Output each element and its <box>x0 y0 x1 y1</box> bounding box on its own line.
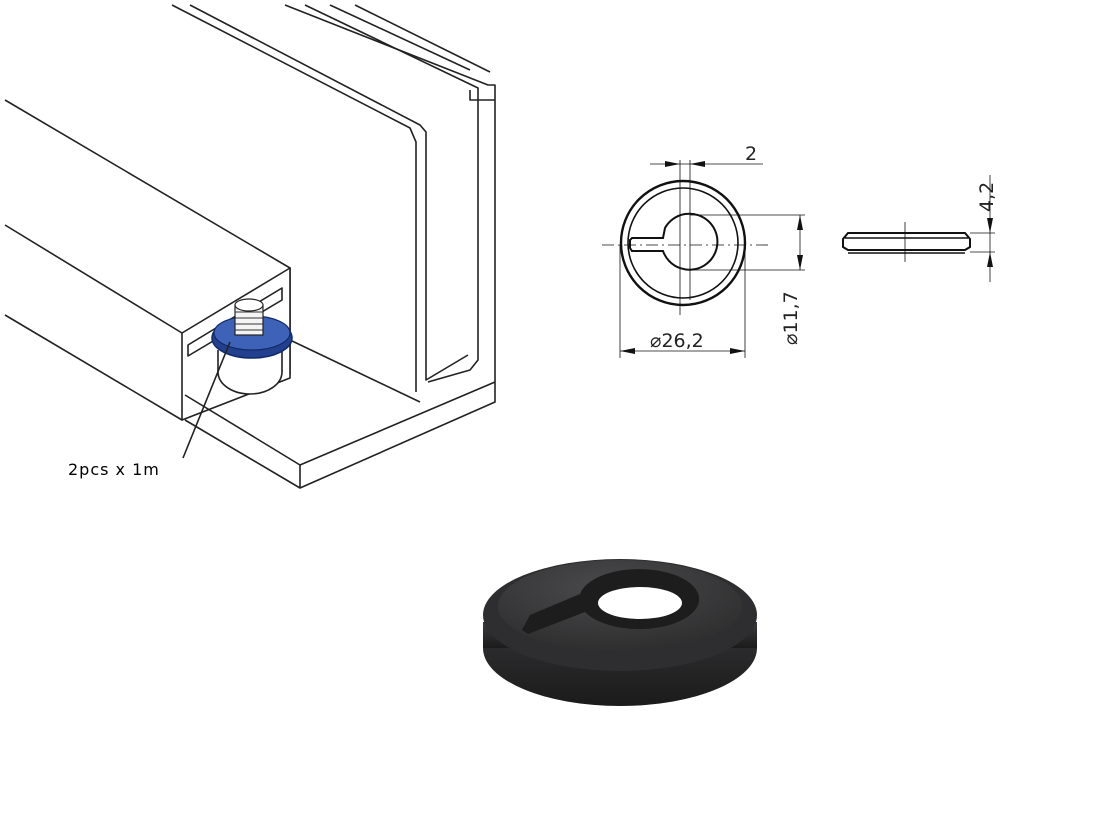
slot-width-dimension: 2 <box>745 143 757 165</box>
callout-leader-line <box>182 341 231 459</box>
inner-diameter-dimension: ⌀11,7 <box>780 291 802 345</box>
highlighted-washer <box>211 298 293 359</box>
washer-product-photo <box>483 559 757 706</box>
thickness-dimension: 4,2 <box>976 182 998 212</box>
quantity-callout-label: 2pcs x 1m <box>68 460 160 479</box>
glass-channel-profile <box>4 4 496 489</box>
washer-top-view <box>602 160 805 358</box>
washer-side-view <box>842 175 995 282</box>
outer-diameter-dimension: ⌀26,2 <box>650 330 704 352</box>
